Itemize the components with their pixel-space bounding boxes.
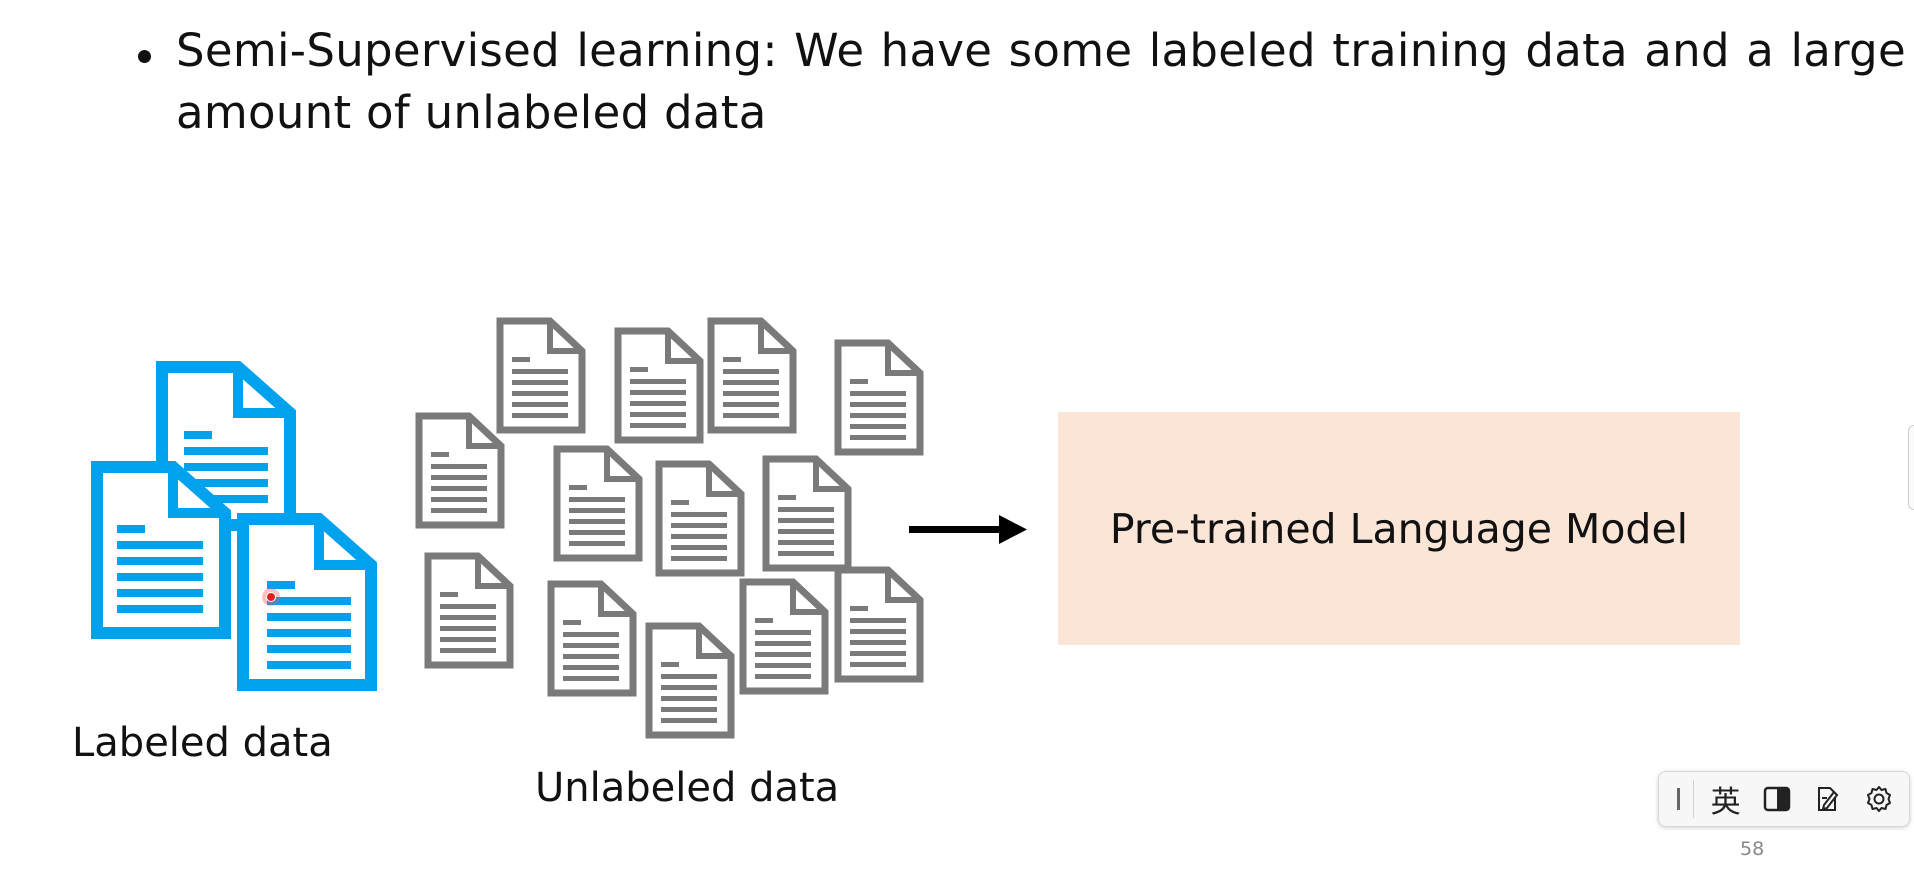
- labeled-data-caption: Labeled data: [72, 720, 333, 766]
- ime-toolbar: 英: [1658, 771, 1910, 827]
- document-icon: [415, 412, 505, 529]
- width-toggle-button[interactable]: [1755, 777, 1798, 821]
- handwriting-button[interactable]: [1806, 777, 1849, 821]
- language-toggle-button[interactable]: 英: [1710, 785, 1741, 820]
- width-toggle-icon: [1763, 786, 1791, 812]
- settings-button[interactable]: [1858, 777, 1901, 821]
- document-icon: [645, 622, 735, 739]
- document-icon: [424, 552, 514, 669]
- toolbar-divider: [1692, 780, 1694, 818]
- document-icon: [834, 566, 924, 683]
- drag-handle-icon[interactable]: [1677, 788, 1680, 810]
- right-arrow-icon: [909, 515, 1027, 544]
- document-icon: [547, 580, 637, 697]
- pretrained-model-label: Pre-trained Language Model: [1109, 504, 1689, 553]
- document-icon: [834, 339, 924, 456]
- page-number: 58: [1740, 838, 1765, 860]
- bullet-text: Semi-Supervised learning: We have some l…: [176, 24, 1906, 139]
- laser-pointer-dot: [266, 592, 276, 602]
- laser-pointer: [262, 588, 280, 606]
- bullet-dot-icon: [138, 50, 151, 63]
- document-icon: [91, 461, 231, 639]
- document-icon: [614, 327, 704, 444]
- document-icon: [553, 445, 643, 562]
- document-icon: [707, 317, 797, 434]
- document-icon: [655, 460, 745, 577]
- unlabeled-data-caption: Unlabeled data: [535, 765, 840, 811]
- document-icon: [762, 455, 852, 572]
- side-panel-handle[interactable]: [1908, 425, 1914, 510]
- pretrained-model-box: Pre-trained Language Model: [1058, 412, 1740, 645]
- document-icon: [739, 578, 829, 695]
- document-icon: [496, 317, 586, 434]
- document-icon: [237, 513, 377, 691]
- handwriting-icon: [1818, 787, 1839, 811]
- settings-icon: [1867, 786, 1892, 812]
